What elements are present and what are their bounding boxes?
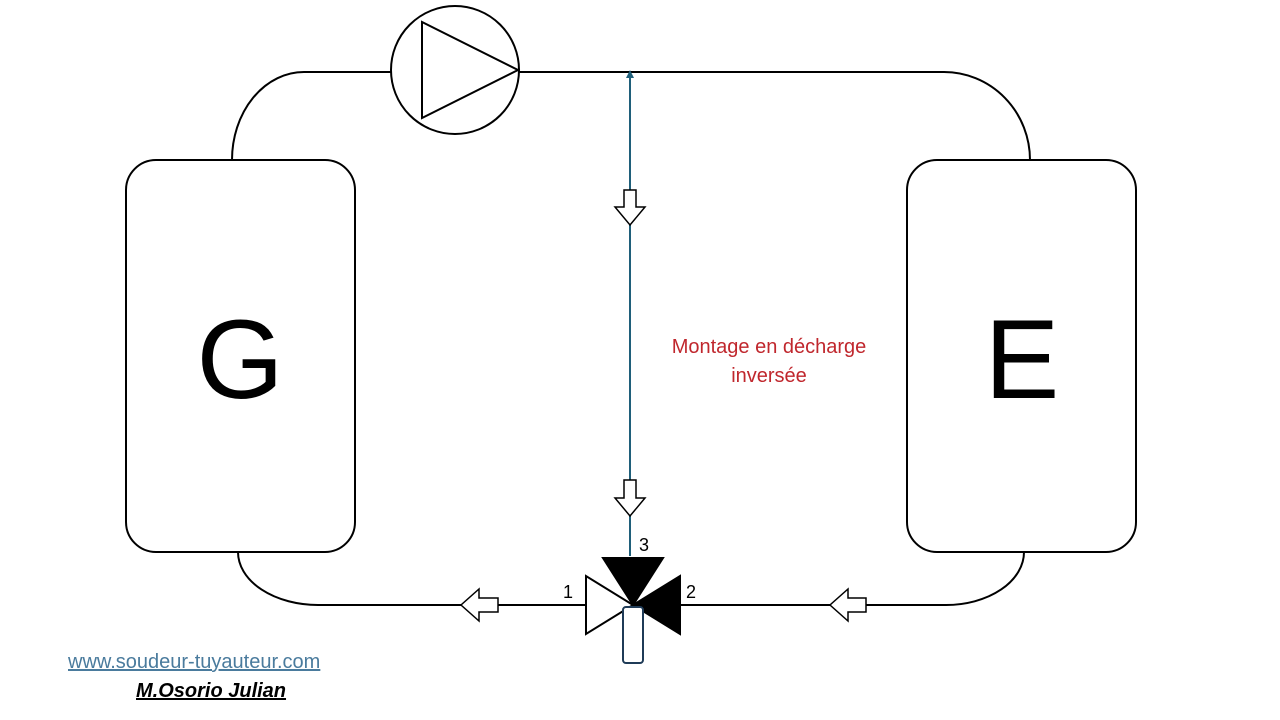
circulator-pump-icon xyxy=(390,5,521,135)
supply-pipe-right xyxy=(519,71,1031,161)
flow-arrow-left-return-icon xyxy=(459,587,499,623)
generator-label: G xyxy=(196,297,283,422)
bypass-tee-arrowhead-icon xyxy=(626,70,634,78)
generator-box xyxy=(125,159,356,553)
return-pipe-left xyxy=(237,551,586,606)
author-credit: M.Osorio Julian xyxy=(136,680,287,702)
return-pipe-right xyxy=(680,551,1025,606)
mounting-annotation-line2: inversée xyxy=(731,365,807,387)
website-link[interactable]: www.soudeur-tuyauteur.com xyxy=(68,651,321,673)
flow-arrow-down-upper-icon xyxy=(613,189,647,227)
flow-arrow-down-lower-icon xyxy=(613,479,647,518)
three-way-valve-icon xyxy=(585,557,681,664)
valve-port-3-label: 3 xyxy=(639,535,649,555)
flow-arrow-left-emitter-icon xyxy=(828,587,867,623)
emitter-box xyxy=(906,159,1137,553)
supply-pipe-left-curve xyxy=(231,71,391,161)
valve-port-2-label: 2 xyxy=(686,582,696,602)
emitter-label: E xyxy=(985,297,1060,422)
mounting-annotation-line1: Montage en décharge xyxy=(672,336,867,358)
valve-port-1-label: 1 xyxy=(563,582,573,602)
